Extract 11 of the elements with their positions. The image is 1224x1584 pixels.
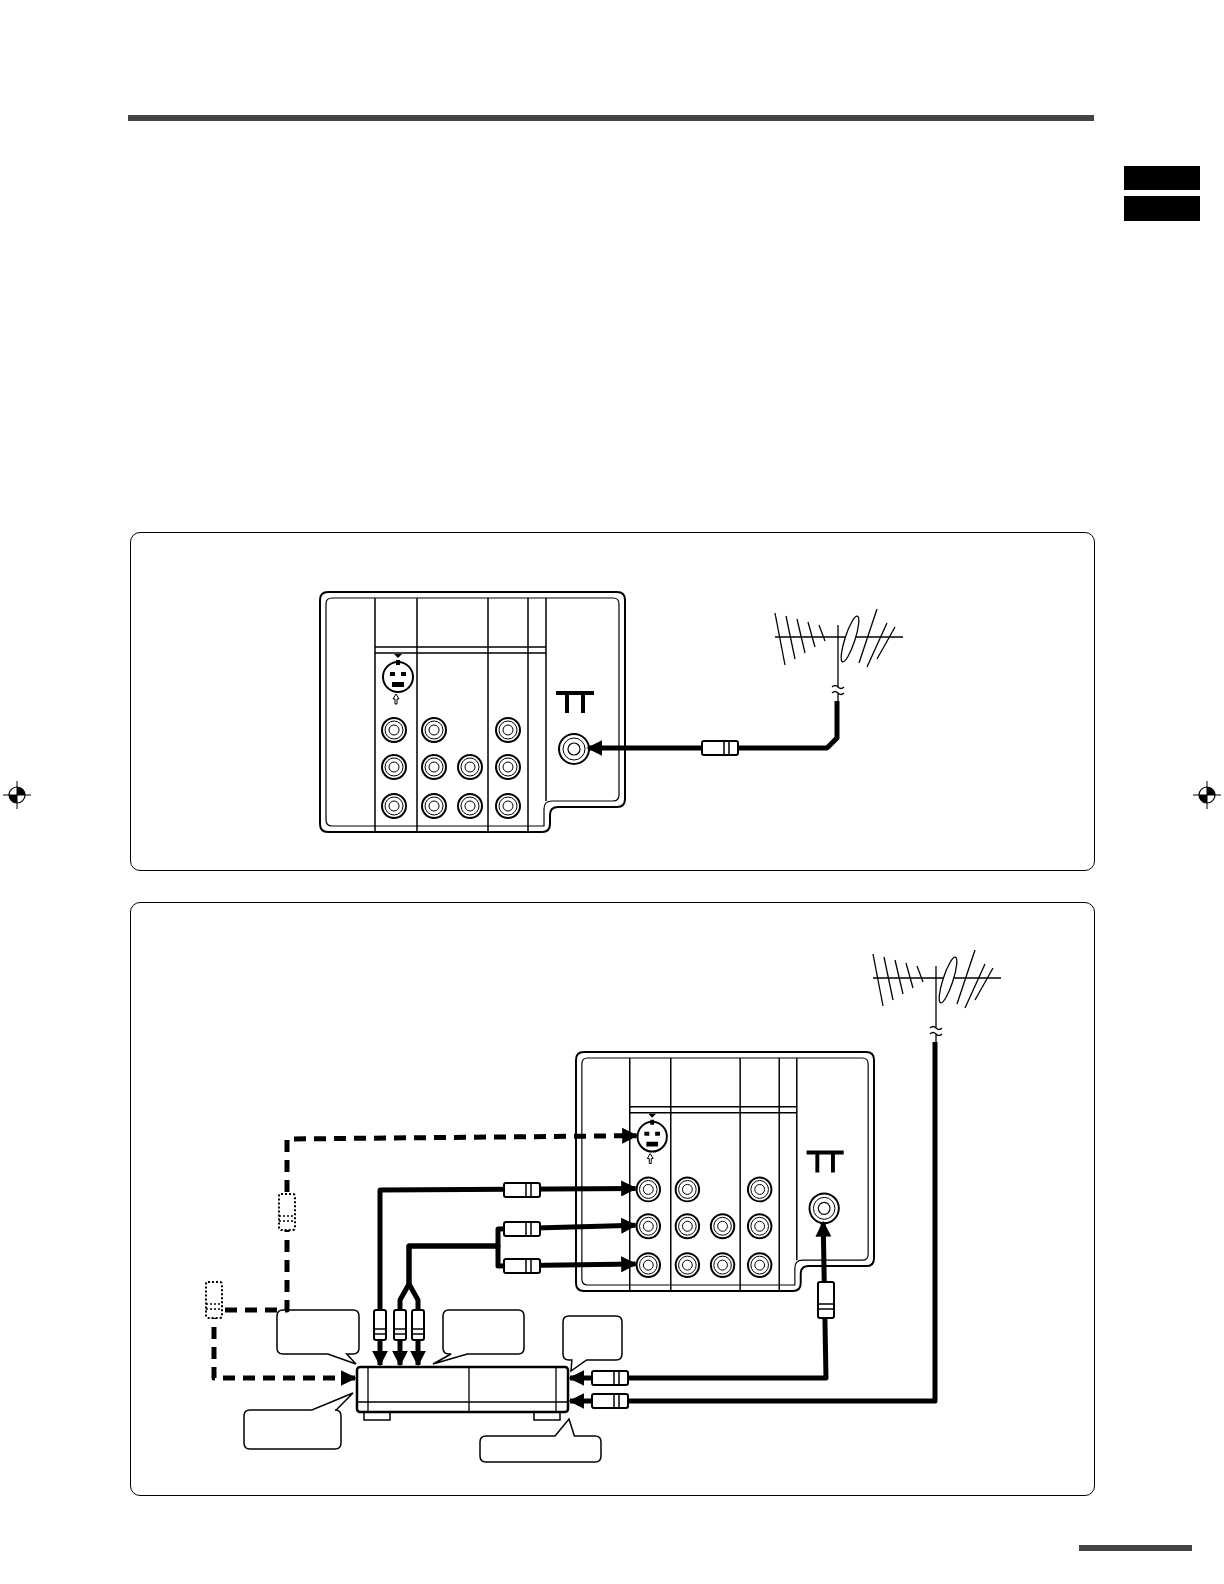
tab-marker [1124,166,1200,190]
cable-arrow [406,1243,638,1367]
panel-frame [130,532,1095,871]
cable-arrow [372,1180,638,1367]
cable-arrow [568,1220,832,1386]
cable-arrow [211,1127,639,1386]
cable-arrow [392,1217,638,1367]
cable-arrow [568,1042,938,1409]
cable-arrow [586,701,840,756]
panel-frame [130,902,1095,1496]
tab-marker [1124,196,1200,221]
